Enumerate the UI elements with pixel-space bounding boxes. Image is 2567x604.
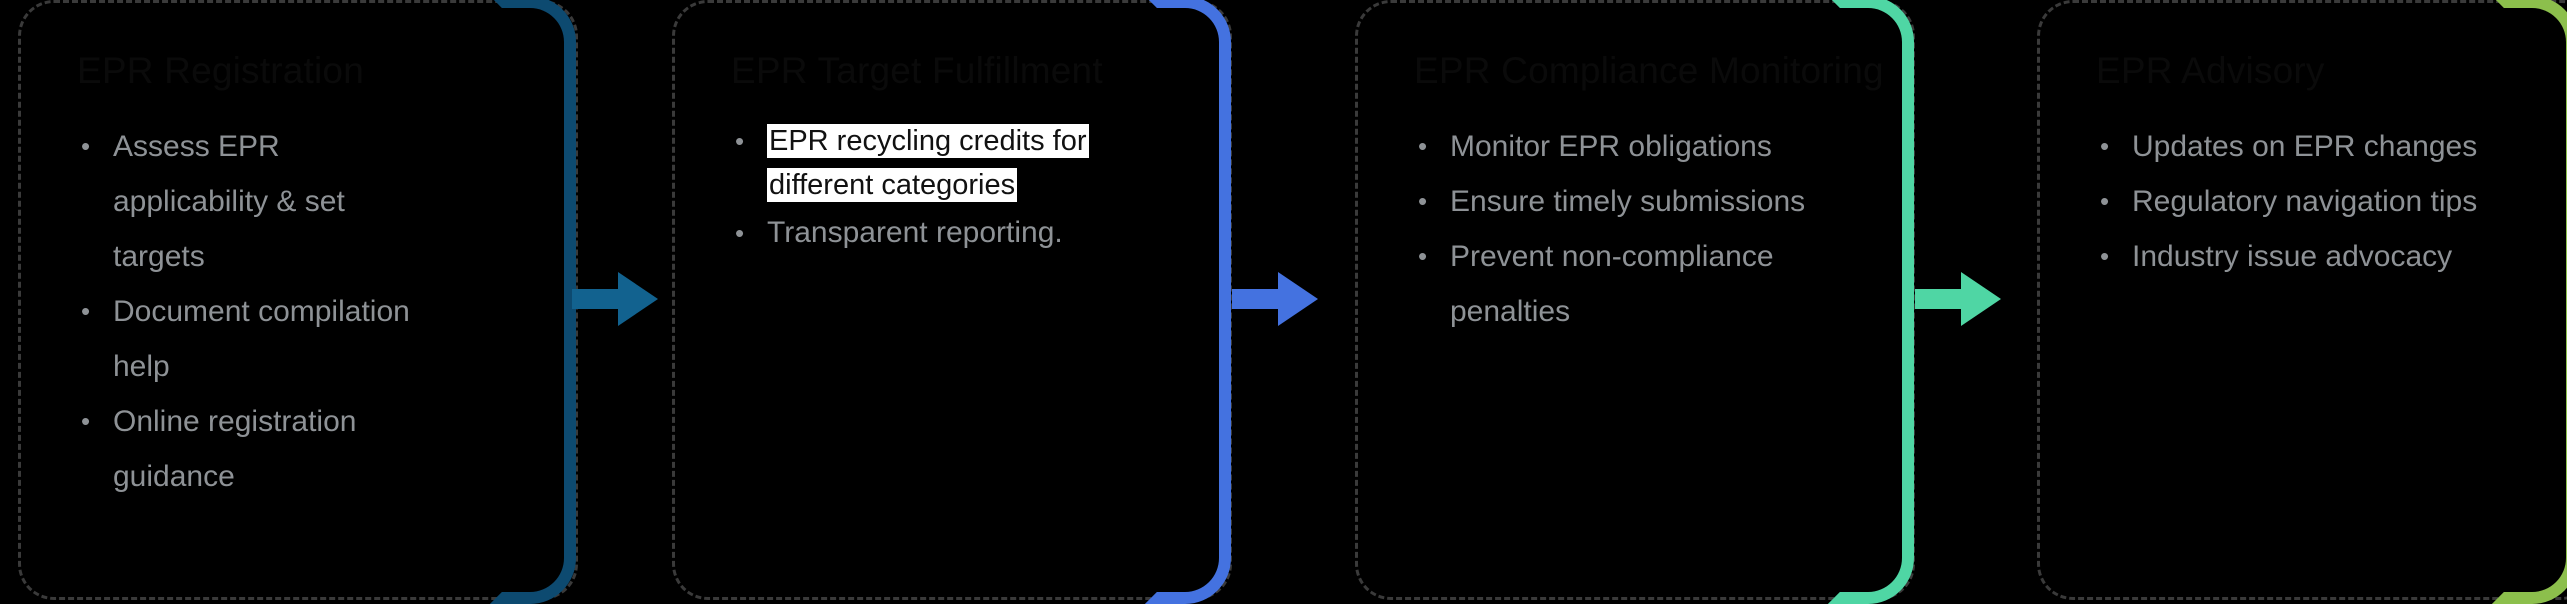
stage-title: EPR Compliance Monitoring	[1414, 50, 1884, 91]
stage-bullet-list: Assess EPR applicability & set targets D…	[77, 119, 519, 504]
arrow-shaft	[1232, 289, 1284, 309]
list-item: Transparent reporting.	[731, 207, 1167, 259]
stage-bullet-list: Monitor EPR obligations Ensure timely su…	[1414, 119, 1856, 339]
arrow-head	[618, 272, 658, 326]
arrow-head	[1961, 272, 2001, 326]
highlighted-text: EPR recycling credits for different cate…	[767, 124, 1089, 202]
arrow-right-icon-1	[572, 272, 658, 326]
list-item: Monitor EPR obligations	[1414, 119, 1830, 174]
stage-title: EPR Target Fulfillment	[731, 50, 1103, 91]
list-item: Document compilation help	[77, 284, 443, 394]
list-item: Regulatory navigation tips	[2096, 174, 2522, 229]
stage-bullet-list: Updates on EPR changes Regulatory naviga…	[2096, 119, 2538, 284]
list-item-highlighted: EPR recycling credits for different cate…	[731, 119, 1167, 207]
stage-title: EPR Advisory	[2096, 50, 2325, 91]
list-item: Ensure timely submissions	[1414, 174, 1830, 229]
arrow-shaft	[572, 289, 624, 309]
stage-card-epr-compliance-monitoring[interactable]: EPR Compliance Monitoring Monitor EPR ob…	[1355, 0, 1915, 600]
stage-card-epr-advisory[interactable]: EPR Advisory Updates on EPR changes Regu…	[2037, 0, 2567, 600]
list-item: Online registration guidance	[77, 394, 443, 504]
arrow-right-icon-3	[1915, 272, 2001, 326]
stage-card-epr-registration[interactable]: EPR Registration Assess EPR applicabilit…	[18, 0, 578, 600]
stage-bullet-list: EPR recycling credits for different cate…	[731, 119, 1173, 259]
list-item: Updates on EPR changes	[2096, 119, 2522, 174]
list-item: Assess EPR applicability & set targets	[77, 119, 443, 284]
list-item: Prevent non-compliance penalties	[1414, 229, 1830, 339]
arrow-shaft	[1915, 289, 1967, 309]
stage-title: EPR Registration	[77, 50, 364, 91]
stage-card-epr-target-fulfillment[interactable]: EPR Target Fulfillment EPR recycling cre…	[672, 0, 1232, 600]
arrow-right-icon-2	[1232, 272, 1318, 326]
list-item: Industry issue advocacy	[2096, 229, 2522, 284]
arrow-head	[1278, 272, 1318, 326]
